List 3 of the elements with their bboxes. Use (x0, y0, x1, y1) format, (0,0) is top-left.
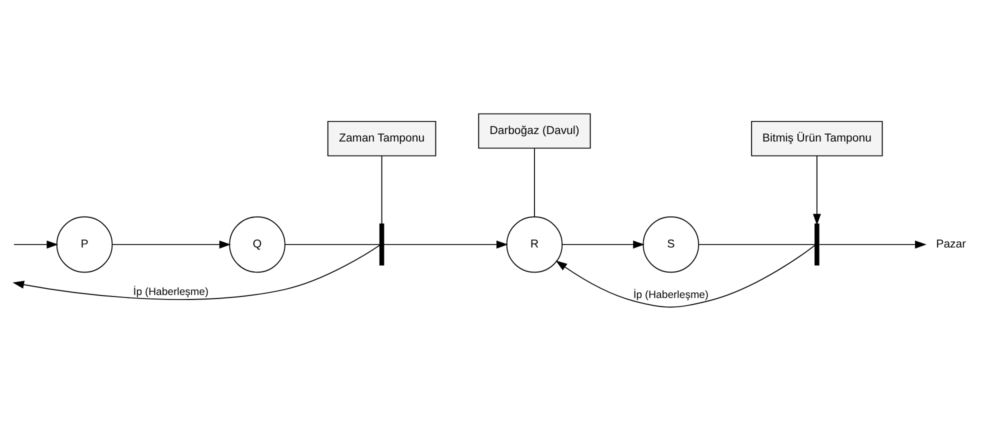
edge-label: İp (Haberleşme) (133, 286, 208, 298)
node-text: Pazar (936, 238, 966, 251)
edge-label: İp (Haberleşme) (633, 290, 709, 301)
